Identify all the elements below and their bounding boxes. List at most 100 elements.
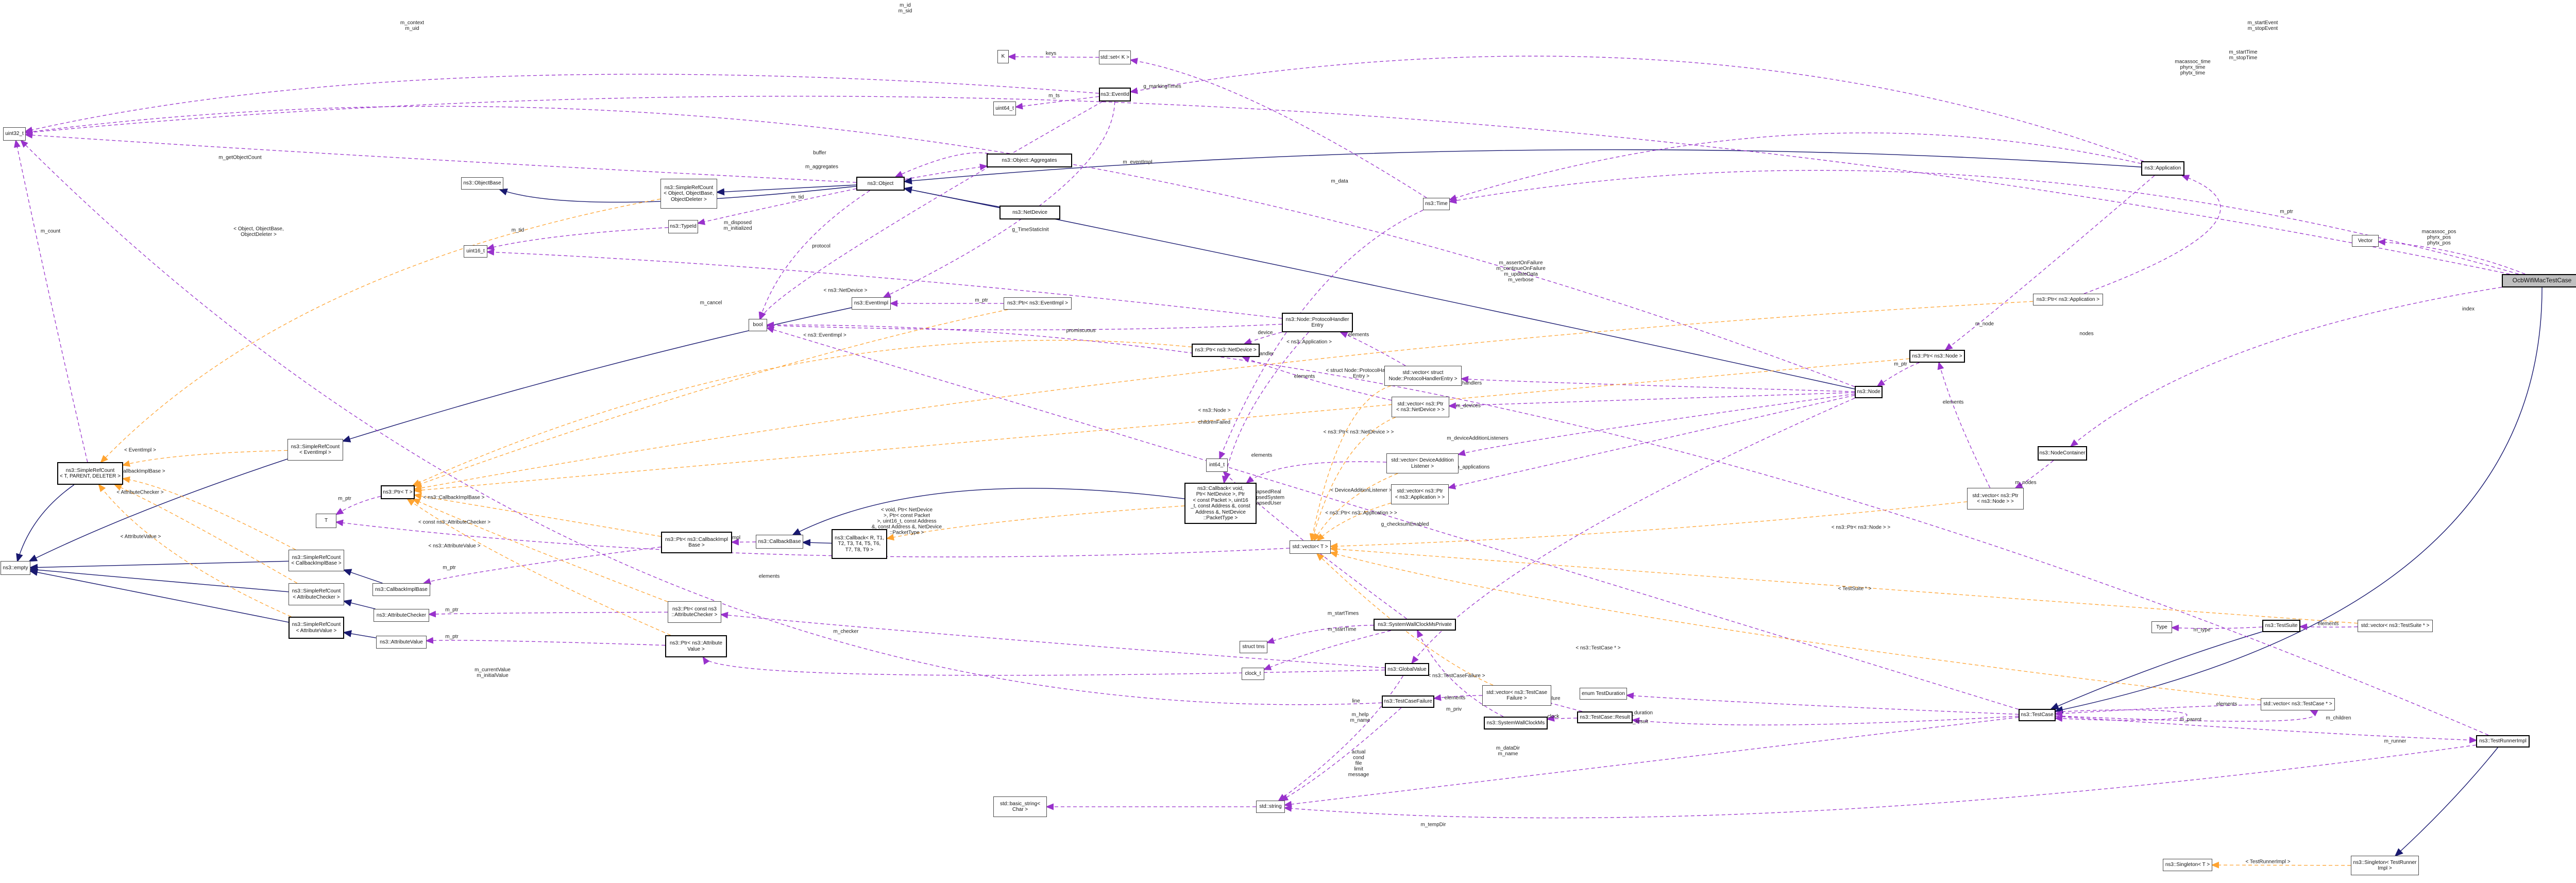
node-k[interactable]: K xyxy=(997,50,1009,63)
node-vector3[interactable]: Vector xyxy=(2352,235,2379,247)
node-tcf[interactable]: ns3::TestCaseFailure xyxy=(1382,695,1434,708)
node-label-line: < AttributeChecker > xyxy=(293,594,340,600)
edge-typeid-to-uint16 xyxy=(486,227,669,250)
node-vec_t[interactable]: std::vector< T > xyxy=(1290,540,1331,554)
node-object[interactable]: ns3::Object xyxy=(856,177,905,191)
edge-object-to-bool xyxy=(758,190,870,320)
edge-node-to-vec_ptrapp xyxy=(1447,395,1855,490)
node-set_k[interactable]: std::set< K > xyxy=(1099,50,1131,64)
node-label-line: ns3::NetDevice xyxy=(1012,209,1047,215)
edge-ptr_app-to-ptr_t xyxy=(413,301,2033,491)
node-ac[interactable]: ns3::AttributeChecker xyxy=(374,609,429,622)
edge-eventid-to-bool xyxy=(759,101,1103,320)
node-t[interactable]: T xyxy=(316,514,336,528)
node-testsuite[interactable]: ns3::TestSuite xyxy=(2262,620,2300,632)
node-label-line: ns3::Ptr< ns3::NetDevice > xyxy=(1195,347,1257,353)
edge-tcf-to-string xyxy=(1280,707,1402,802)
node-netdevice[interactable]: ns3::NetDevice xyxy=(999,206,1060,219)
node-vec_ptrapp[interactable]: std::vector< ns3::Ptr< ns3::Application … xyxy=(1391,484,1449,504)
edge-time-to-set_k xyxy=(1129,58,1427,198)
node-swcmp[interactable]: ns3::SystemWallClockMsPrivate xyxy=(1374,619,1456,631)
node-label-line: clock_t xyxy=(1245,671,1261,677)
node-ptr_netdevice[interactable]: ns3::Ptr< ns3::NetDevice > xyxy=(1192,344,1260,357)
node-label-line: ns3::SystemWallClockMsPrivate xyxy=(1378,621,1452,627)
node-label-line: ns3::EventId xyxy=(1100,91,1129,97)
node-src_av[interactable]: ns3::SimpleRefCount< AttributeValue > xyxy=(289,617,344,639)
node-tms[interactable]: struct tms xyxy=(1240,641,1267,653)
edge-result-to-vec_tcf xyxy=(1544,698,1583,712)
node-basicstring[interactable]: std::basic_string<Char > xyxy=(993,796,1047,817)
node-ocb[interactable]: OcbWifiMacTestCase xyxy=(2502,274,2576,287)
node-callback_r[interactable]: ns3::Callback< R, T1,T2, T3, T4, T5, T6,… xyxy=(832,529,887,559)
node-nodecontainer[interactable]: ns3::NodeContainer xyxy=(2038,446,2087,461)
node-label-line: ns3::Ptr< ns3::Node > xyxy=(1912,353,1962,359)
node-src_oobd[interactable]: ns3::SimpleRefCount< Object, ObjectBase,… xyxy=(660,179,717,209)
node-eventid[interactable]: ns3::EventId xyxy=(1099,88,1131,101)
node-uint32[interactable]: uint32_t xyxy=(3,127,26,141)
node-label-line: ns3::GlobalValue xyxy=(1387,666,1427,672)
node-testrunnerimpl[interactable]: ns3::TestRunnerImpl xyxy=(2476,735,2530,748)
node-aggregates[interactable]: ns3::Object::Aggregates xyxy=(987,154,1072,167)
node-callbackbase[interactable]: ns3::CallbackBase xyxy=(756,535,803,549)
edge-swcm-to-swcmp xyxy=(1417,629,1504,717)
node-empty[interactable]: ns3::empty xyxy=(1,561,30,575)
node-node[interactable]: ns3::Node xyxy=(1855,386,1883,398)
node-duration[interactable]: enum TestDuration xyxy=(1580,688,1627,700)
node-src_ac[interactable]: ns3::SimpleRefCount< AttributeChecker > xyxy=(289,583,344,605)
node-label-line: ns3::empty xyxy=(3,565,28,571)
node-vec_ts[interactable]: std::vector< ns3::TestSuite * > xyxy=(2358,620,2433,632)
node-src_cib[interactable]: ns3::SimpleRefCount< CallbackImplBase > xyxy=(289,550,344,571)
node-swcm[interactable]: ns3::SystemWallClockMs xyxy=(1484,717,1548,729)
node-clockt[interactable]: clock_t xyxy=(1242,668,1264,680)
node-label-line: Listener > xyxy=(1411,463,1434,469)
node-label-line: ns3::Time xyxy=(1425,201,1448,207)
node-testcase[interactable]: ns3::TestCase xyxy=(2019,709,2056,721)
node-time[interactable]: ns3::Time xyxy=(1423,198,1450,210)
node-callback_void[interactable]: ns3::Callback< void,Ptr< NetDevice >, Pt… xyxy=(1184,483,1257,524)
node-ptr_app[interactable]: ns3::Ptr< ns3::Application > xyxy=(2033,294,2103,305)
node-string[interactable]: std::string xyxy=(1256,801,1285,813)
node-vec_ptrnode[interactable]: std::vector< ns3::Ptr< ns3::Node > > xyxy=(1967,488,2024,510)
node-cib[interactable]: ns3::CallbackImplBase xyxy=(372,583,430,596)
node-objectbase[interactable]: ns3::ObjectBase xyxy=(461,177,503,190)
node-label-line: ns3::Application xyxy=(2144,165,2181,172)
node-src_eventimpl[interactable]: ns3::SimpleRefCount< EventImpl > xyxy=(287,439,343,461)
node-label-line: Address &, NetDevice xyxy=(1195,509,1246,515)
edge-ptr_cac-to-ptr_t xyxy=(412,498,668,602)
node-ptr_t[interactable]: ns3::Ptr< T > xyxy=(381,485,415,499)
node-result[interactable]: ns3::TestCase::Result xyxy=(1577,711,1633,723)
node-src_tpd[interactable]: ns3::SimpleRefCount< T, PARENT, DELETER … xyxy=(57,462,123,485)
node-ptr_cac[interactable]: ns3::Ptr< const ns3::AttributeChecker > xyxy=(668,601,721,623)
node-int64[interactable]: int64_t xyxy=(1206,459,1228,472)
edge-testsuite-to-testcase xyxy=(2050,631,2263,710)
node-eventimpl[interactable]: ns3::EventImpl xyxy=(852,297,891,310)
node-typeid[interactable]: ns3::TypeId xyxy=(668,220,698,233)
edge-globalvalue-to-ptr_av xyxy=(702,656,1385,676)
node-application[interactable]: ns3::Application xyxy=(2141,161,2184,176)
node-ptr_eventimpl[interactable]: ns3::Ptr< ns3::EventImpl > xyxy=(1004,297,1072,310)
node-uint16[interactable]: uint16_t xyxy=(464,245,487,258)
node-label-line: Node::ProtocolHandlerEntry > xyxy=(1388,376,1458,382)
node-uint64[interactable]: uint64_t xyxy=(993,101,1016,115)
edge-vec_dal-to-callback_void xyxy=(1245,461,1387,484)
edge-vec_ptrnode-to-ptr_node xyxy=(1937,361,1991,488)
node-vec_ptrnd[interactable]: std::vector< ns3::Ptr< ns3::NetDevice > … xyxy=(1392,397,1449,417)
node-bool[interactable]: bool xyxy=(749,319,767,331)
node-label-line: ns3::TestCaseFailure xyxy=(1384,699,1432,705)
node-label-line: ns3::Object::Aggregates xyxy=(1002,157,1057,163)
node-av[interactable]: ns3::AttributeValue xyxy=(376,636,427,649)
node-globalvalue[interactable]: ns3::GlobalValue xyxy=(1385,663,1429,676)
node-vec_tc[interactable]: std::vector< ns3::TestCase * > xyxy=(2261,698,2335,710)
edge-node-to-vec_phe xyxy=(1460,376,1855,392)
node-ptr_node[interactable]: ns3::Ptr< ns3::Node > xyxy=(1909,350,1965,363)
node-singleton_t[interactable]: ns3::Singleton< T > xyxy=(2163,859,2212,871)
edge-src_tpd-to-uint32 xyxy=(14,139,88,463)
node-type[interactable]: Type xyxy=(2151,621,2172,633)
